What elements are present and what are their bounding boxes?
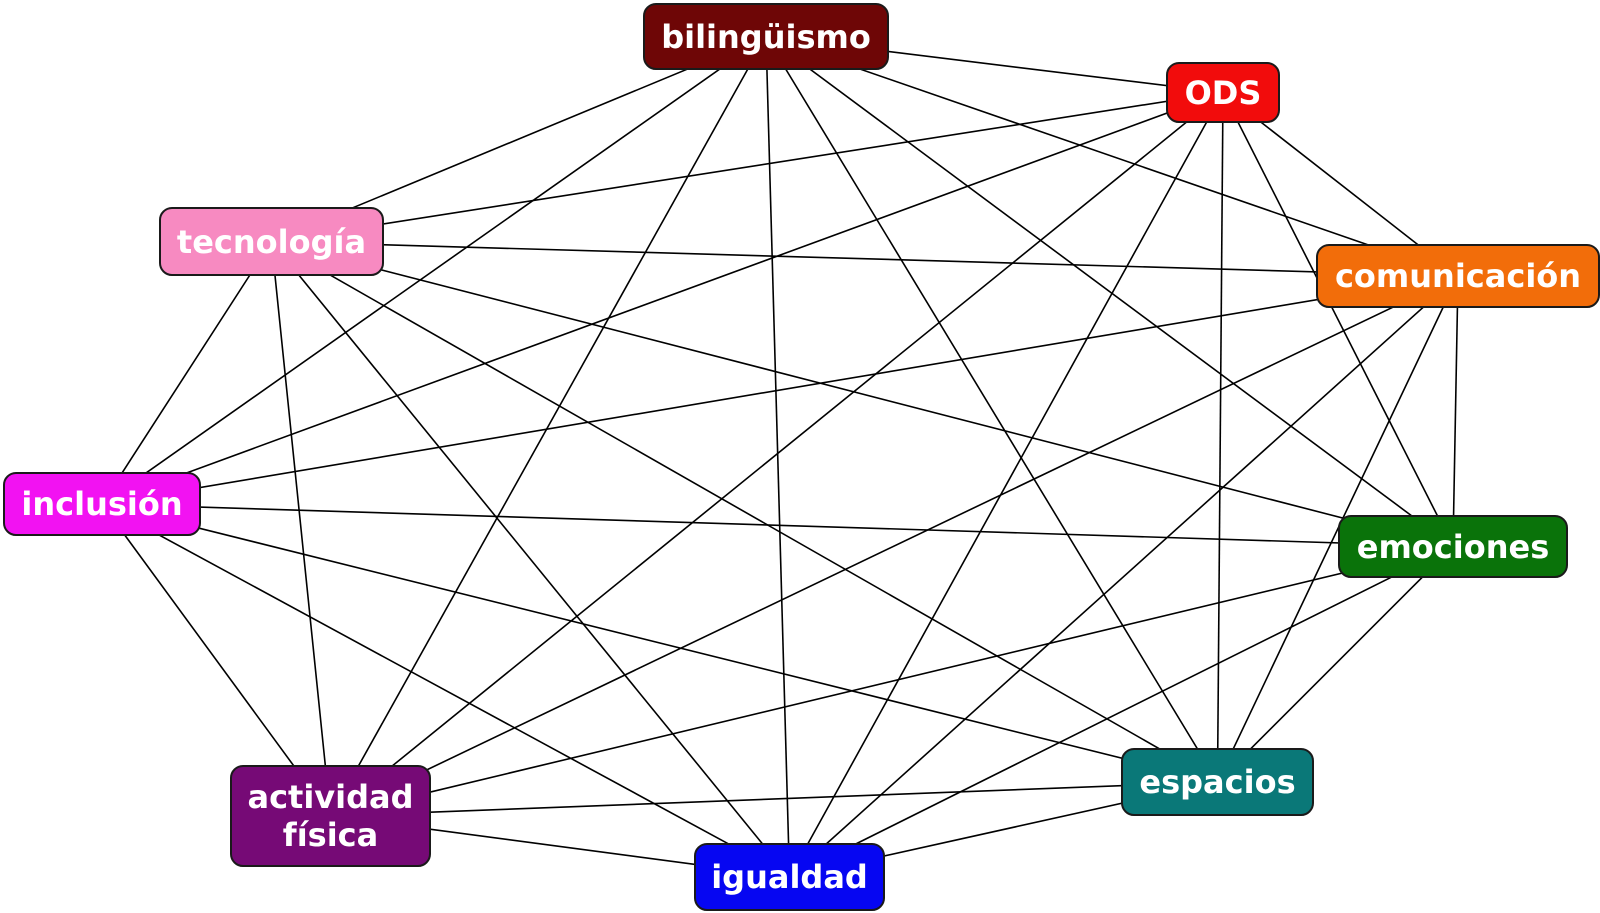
node-emociones: emociones [1338, 515, 1568, 578]
edge-comunicacion-emociones [1452, 275, 1459, 547]
edge-inclusion-emociones [101, 503, 1454, 548]
edge-actividad-espacios [330, 781, 1218, 817]
edge-ods-inclusion [101, 91, 1224, 505]
node-igualdad: igualdad [694, 843, 885, 911]
edge-tecnologia-comunicacion [271, 240, 1459, 277]
edge-tecnologia-igualdad [270, 240, 791, 878]
edge-emociones-igualdad [789, 545, 1454, 878]
edge-bilinguismo-emociones [765, 35, 1454, 548]
node-espacios: espacios [1121, 748, 1314, 816]
edge-bilinguismo-igualdad [765, 36, 791, 878]
edge-bilinguismo-inclusion [101, 35, 767, 505]
edge-bilinguismo-actividad [329, 36, 767, 817]
node-inclusion: inclusión [3, 472, 201, 536]
node-tecnologia: tecnología [159, 207, 384, 276]
edge-ods-igualdad [788, 92, 1224, 878]
edge-comunicacion-espacios [1216, 275, 1459, 783]
edge-inclusion-espacios [101, 503, 1218, 783]
edge-tecnologia-espacios [271, 240, 1218, 783]
edge-ods-espacios [1216, 92, 1224, 783]
node-actividad-fisica: actividad física [230, 765, 431, 867]
edge-comunicacion-inclusion [101, 275, 1459, 505]
edge-ods-tecnologia [271, 91, 1224, 243]
edge-ods-actividad [329, 91, 1224, 817]
edge-bilinguismo-comunicacion [765, 35, 1459, 277]
edge-tecnologia-emociones [271, 240, 1454, 548]
node-bilinguismo: bilingüismo [643, 3, 889, 70]
edge-tecnologia-inclusion [101, 241, 273, 505]
edge-tecnologia-actividad [270, 241, 332, 817]
edge-inclusion-igualdad [101, 503, 790, 878]
node-ods: ODS [1166, 62, 1280, 123]
edge-bilinguismo-espacios [765, 36, 1219, 783]
edge-comunicacion-igualdad [788, 275, 1459, 878]
node-comunicacion: comunicación [1316, 244, 1600, 308]
edge-inclusion-actividad [101, 503, 332, 817]
edge-emociones-espacios [1216, 545, 1454, 783]
edge-ods-emociones [1222, 92, 1454, 547]
edge-emociones-actividad [330, 545, 1454, 817]
edge-comunicacion-actividad [330, 275, 1459, 817]
